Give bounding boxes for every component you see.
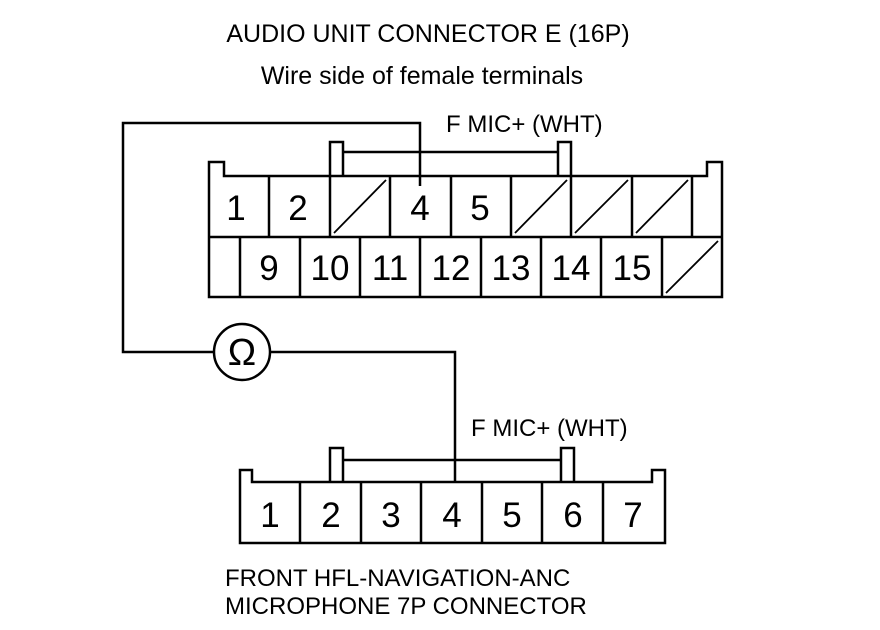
audio-pin-label: 10	[311, 249, 350, 288]
mic-pin-label: 3	[381, 496, 400, 535]
mic-wire-label: F MIC+ (WHT)	[471, 415, 628, 442]
audio-pin-label: 4	[410, 189, 429, 228]
audio-connector-title: AUDIO UNIT CONNECTOR E (16P)	[226, 20, 629, 48]
mic-connector-title-line2: MICROPHONE 7P CONNECTOR	[225, 593, 587, 620]
audio-connector-outline	[207, 160, 724, 299]
probe-lead-mic	[270, 350, 457, 482]
audio-wire-label: F MIC+ (WHT)	[446, 111, 603, 138]
mic-pin-label: 6	[563, 496, 582, 535]
empty-cavity-slash	[635, 179, 689, 234]
audio-pin-label: 5	[470, 189, 489, 228]
mic-connector-lock-right	[559, 446, 576, 482]
mic-pin-label: 7	[623, 496, 642, 535]
mic-pin-label: 2	[321, 496, 340, 535]
microphone-connector: 1 2 3 4 5 6 7	[238, 446, 667, 545]
audio-pin-label: 13	[492, 249, 531, 288]
mic-pin-label: 4	[442, 496, 461, 535]
probe-lead-audio	[121, 121, 422, 354]
empty-cavity-slash	[665, 240, 719, 294]
mic-pin-label: 1	[260, 496, 279, 535]
audio-connector-lock-left	[328, 140, 345, 176]
mic-connector-title-line1: FRONT HFL-NAVIGATION-ANC	[225, 565, 570, 592]
audio-pin-label: 2	[288, 189, 307, 228]
audio-pin-label: 1	[226, 189, 245, 228]
audio-pin-label: 14	[552, 249, 591, 288]
audio-pin-label: 12	[432, 249, 471, 288]
ohmmeter: Ω	[212, 322, 272, 382]
mic-connector-outline	[238, 468, 667, 545]
audio-pin-label: 15	[613, 249, 652, 288]
audio-pin-label: 11	[372, 249, 408, 288]
audio-pin-label: 9	[259, 249, 278, 288]
audio-connector-subtitle: Wire side of female terminals	[261, 62, 583, 90]
empty-cavity-slash	[574, 179, 629, 234]
empty-cavity-slash	[514, 179, 568, 234]
mic-pin-label: 5	[502, 496, 521, 535]
mic-connector-lock-left	[328, 446, 345, 482]
audio-connector-lock-right	[556, 140, 573, 176]
empty-cavity-slash	[333, 179, 387, 234]
ohmmeter-circle	[212, 322, 272, 382]
audio-unit-connector: 1 2 4 5 9 10 11 12 13 14 15	[207, 140, 724, 299]
test-wiring	[121, 121, 457, 482]
ohm-icon: Ω	[228, 332, 256, 374]
